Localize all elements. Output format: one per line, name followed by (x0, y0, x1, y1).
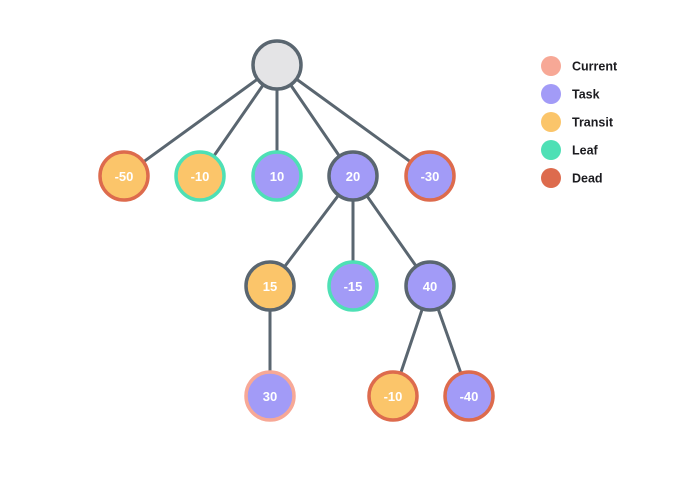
node-circle-n-50 (98, 150, 150, 202)
tree-node-n20[interactable]: 20 (327, 150, 379, 202)
tree-node-n30[interactable]: 30 (244, 370, 296, 422)
legend-swatch-leaf-icon (541, 140, 561, 160)
tree-node-n10[interactable]: 10 (251, 150, 303, 202)
node-label-n-10b: -10 (384, 389, 403, 404)
tree-node-n-10b[interactable]: -10 (367, 370, 419, 422)
legend-swatch-task-icon (541, 84, 561, 104)
node-circle-n20 (327, 150, 379, 202)
node-label-n-50: -50 (115, 169, 134, 184)
legend-label-task: Task (572, 88, 600, 102)
tree-node-root[interactable] (251, 39, 303, 91)
legend-item-dead[interactable]: Dead (541, 168, 603, 188)
tree-edge-root-to-n-30 (275, 63, 432, 178)
legend-swatch-current-icon (541, 56, 561, 76)
node-label-n10: 10 (270, 169, 284, 184)
node-label-n-15: -15 (344, 279, 363, 294)
node-circle-n-30 (404, 150, 456, 202)
node-circle-n-10a (174, 150, 226, 202)
node-circle-n40 (404, 260, 456, 312)
node-label-n30: 30 (263, 389, 277, 404)
legend-label-dead: Dead (572, 172, 603, 186)
legend-item-task[interactable]: Task (541, 84, 600, 104)
legend-swatch-transit-icon (541, 112, 561, 132)
legend-label-transit: Transit (572, 116, 614, 130)
node-circle-n30 (244, 370, 296, 422)
node-circle-n10 (251, 150, 303, 202)
legend-swatch-dead-icon (541, 168, 561, 188)
node-label-n-40: -40 (460, 389, 479, 404)
edge-layer (122, 63, 471, 398)
tree-node-n-10a[interactable]: -10 (174, 150, 226, 202)
node-circle-n-40 (443, 370, 495, 422)
node-label-n-10a: -10 (191, 169, 210, 184)
tree-node-n40[interactable]: 40 (404, 260, 456, 312)
node-circle-n-15 (327, 260, 379, 312)
legend-label-leaf: Leaf (572, 144, 599, 158)
node-label-n-30: -30 (421, 169, 440, 184)
node-circle-root (251, 39, 303, 91)
node-label-n40: 40 (423, 279, 437, 294)
node-circle-n-10b (367, 370, 419, 422)
legend-item-transit[interactable]: Transit (541, 112, 614, 132)
tree-node-n-30[interactable]: -30 (404, 150, 456, 202)
node-label-n15: 15 (263, 279, 277, 294)
legend-label-current: Current (572, 60, 618, 74)
node-layer: -50 -10 10 20 -30 15 -15 40 30 -10 -40 (98, 39, 495, 422)
tree-node-n15[interactable]: 15 (244, 260, 296, 312)
tree-node-n-50[interactable]: -50 (98, 150, 150, 202)
node-label-n20: 20 (346, 169, 360, 184)
legend-item-leaf[interactable]: Leaf (541, 140, 599, 160)
tree-edge-root-to-n-50 (122, 63, 279, 178)
legend-item-current[interactable]: Current (541, 56, 618, 76)
tree-node-n-15[interactable]: -15 (327, 260, 379, 312)
tree-node-n-40[interactable]: -40 (443, 370, 495, 422)
node-circle-n15 (244, 260, 296, 312)
